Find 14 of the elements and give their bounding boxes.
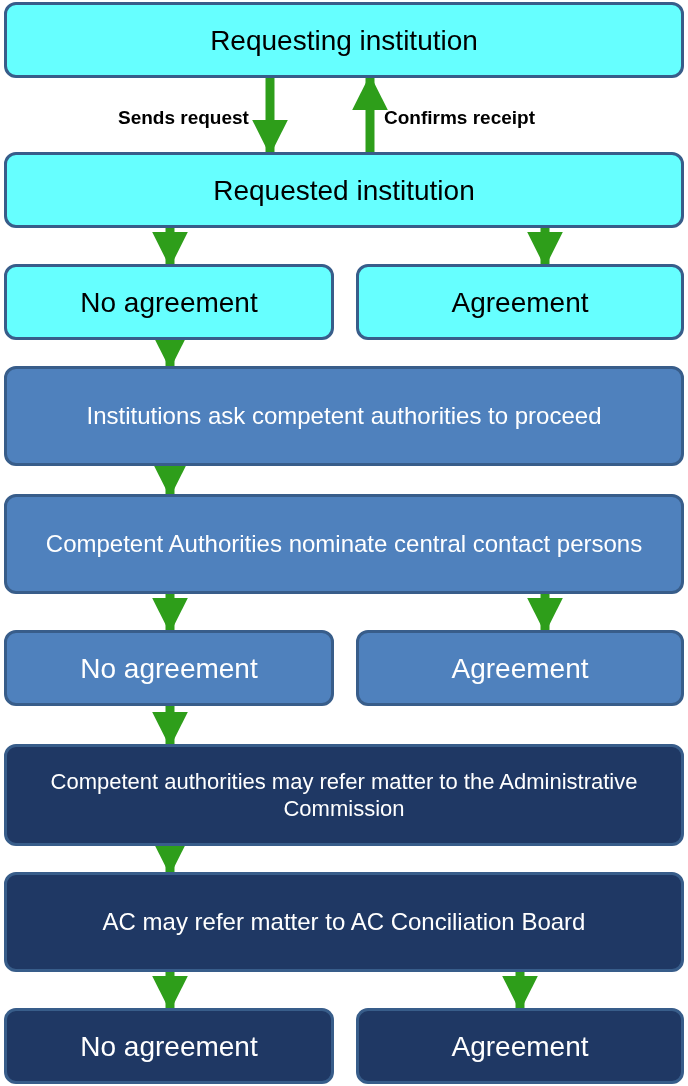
process-box: Requesting institution (4, 2, 684, 78)
process-box: Competent authorities may refer matter to the Administrative Commission (4, 744, 684, 846)
edge-label: Sends request (118, 106, 249, 130)
process-box: No agreement (4, 1008, 334, 1084)
edge-label: Confirms receipt (384, 106, 535, 130)
process-box: Requested institution (4, 152, 684, 228)
process-box: Institutions ask competent authorities to proceed (4, 366, 684, 466)
process-box: Agreement (356, 630, 684, 706)
process-box: Agreement (356, 264, 684, 340)
process-box: Competent Authorities nominate central contact persons (4, 494, 684, 594)
process-box: No agreement (4, 630, 334, 706)
process-box: No agreement (4, 264, 334, 340)
process-box: AC may refer matter to AC Conciliation Board (4, 872, 684, 972)
process-box: Agreement (356, 1008, 684, 1084)
